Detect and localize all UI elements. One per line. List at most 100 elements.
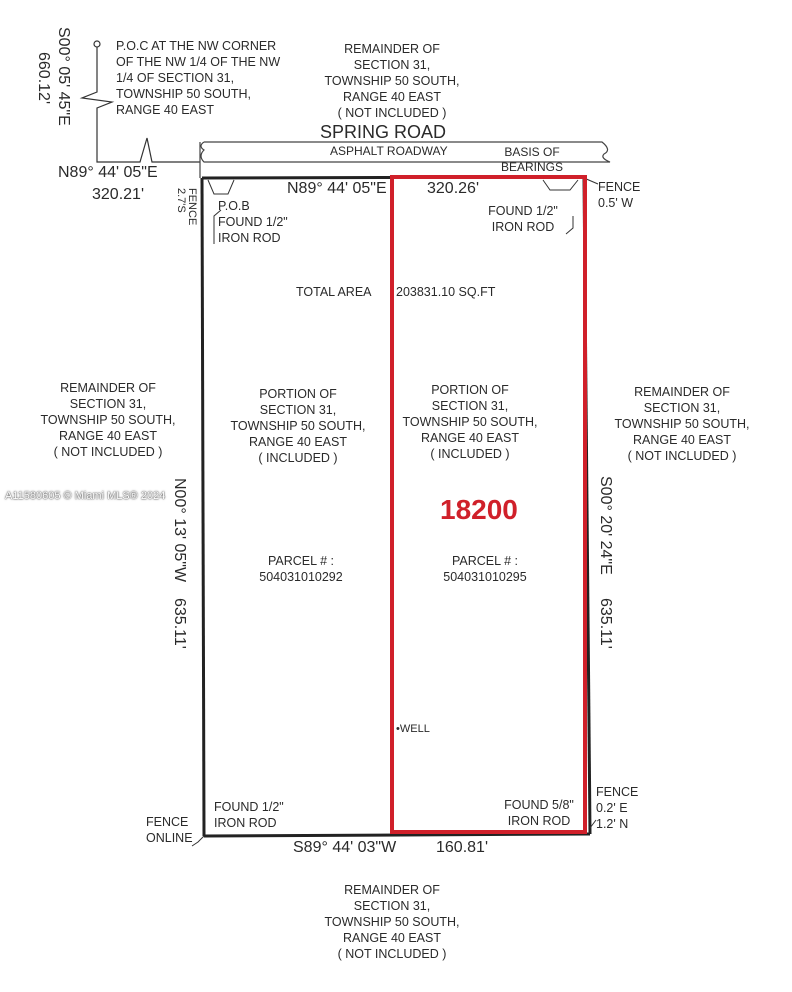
east-line-distance: 635.11' xyxy=(597,598,614,649)
parcel-number: 504031010295 xyxy=(443,570,527,584)
note-line: FENCE xyxy=(186,188,198,226)
note-line: 1.2' N xyxy=(596,817,629,831)
parcel-label: PARCEL # : xyxy=(452,554,518,568)
note-line: SECTION 31, xyxy=(259,403,337,417)
highlight-rectangle xyxy=(390,175,587,834)
remainder-south: REMAINDER OF SECTION 31, TOWNSHIP 50 SOU… xyxy=(312,882,472,962)
note-line: ( NOT INCLUDED ) xyxy=(627,449,737,463)
note-line: ONLINE xyxy=(146,831,193,845)
fence-ne: FENCE 0.5' W xyxy=(598,179,640,211)
portion-west: PORTION OF SECTION 31, TOWNSHIP 50 SOUTH… xyxy=(218,386,378,466)
fence-se: FENCE 0.2' E 1.2' N xyxy=(596,784,638,832)
south-line-distance: 160.81' xyxy=(436,839,488,856)
remainder-north: REMAINDER OF SECTION 31, TOWNSHIP 50 SOU… xyxy=(322,41,462,121)
east-line-bearing: S00° 20' 24"E xyxy=(597,476,614,575)
note-line: REMAINDER OF xyxy=(344,883,440,897)
note-line: TOWNSHIP 50 SOUTH, xyxy=(116,87,251,101)
note-line: RANGE 40 EAST xyxy=(421,431,519,445)
note-line: BEARINGS xyxy=(500,160,563,174)
note-line: ( NOT INCLUDED ) xyxy=(337,106,447,120)
note-line: SECTION 31, xyxy=(353,58,431,72)
poc-line-distance: 660.12' xyxy=(35,52,52,104)
well-marker: •WELL xyxy=(396,723,430,735)
note-line: IRON ROD xyxy=(214,816,277,830)
note-line: PORTION OF xyxy=(259,387,337,401)
west-line-distance: 635.11' xyxy=(171,598,188,649)
watermark: A11580605 © Miami MLS® 2024 xyxy=(5,490,166,502)
note-line: FENCE xyxy=(598,180,641,194)
note-line: RANGE 40 EAST xyxy=(633,433,731,447)
remainder-west: REMAINDER OF SECTION 31, TOWNSHIP 50 SOU… xyxy=(28,380,188,460)
note-line: RANGE 40 EAST xyxy=(116,103,214,117)
note-line: SECTION 31, xyxy=(431,399,509,413)
road-name: SPRING ROAD xyxy=(320,122,447,142)
found-ne-note: FOUND 1/2" IRON ROD xyxy=(478,203,568,235)
parcel-number: 504031010292 xyxy=(259,570,343,584)
note-line: SECTION 31, xyxy=(643,401,721,415)
note-line: TOWNSHIP 50 SOUTH, xyxy=(324,915,460,929)
pob-note: P.O.B FOUND 1/2" IRON ROD xyxy=(218,198,288,246)
note-line: P.O.C AT THE NW CORNER xyxy=(116,39,277,53)
note-line: 0.5' W xyxy=(598,196,634,210)
note-line: TOWNSHIP 50 SOUTH, xyxy=(324,74,460,88)
note-line: IRON ROD xyxy=(218,231,281,245)
note-line: PORTION OF xyxy=(431,383,509,397)
note-line: RANGE 40 EAST xyxy=(343,931,441,945)
remainder-east: REMAINDER OF SECTION 31, TOWNSHIP 50 SOU… xyxy=(602,384,762,464)
note-line: RANGE 40 EAST xyxy=(249,435,347,449)
west-line-bearing: N00° 13' 05"W xyxy=(171,478,188,583)
total-area-label: TOTAL AREA xyxy=(296,285,372,299)
note-line: 1/4 OF SECTION 31, xyxy=(116,71,235,85)
spring-road-outline xyxy=(199,141,611,178)
note-line: IRON ROD xyxy=(491,220,555,234)
fence-nw: FENCE 2.7'S xyxy=(175,188,198,226)
note-line: IRON ROD xyxy=(507,814,571,828)
outer-north-bearing: N89° 44' 05"E xyxy=(58,164,158,181)
note-line: ( INCLUDED ) xyxy=(258,451,338,465)
road-surface: ASPHALT ROADWAY xyxy=(330,144,448,158)
note-line: SECTION 31, xyxy=(353,899,431,913)
note-line: FOUND 1/2" xyxy=(488,204,558,218)
note-line: SECTION 31, xyxy=(69,397,147,411)
note-line: TOWNSHIP 50 SOUTH, xyxy=(230,419,366,433)
note-line: RANGE 40 EAST xyxy=(59,429,157,443)
portion-east: PORTION OF SECTION 31, TOWNSHIP 50 SOUTH… xyxy=(390,382,550,462)
note-line: RANGE 40 EAST xyxy=(343,90,441,104)
north-line-distance: 320.26' xyxy=(427,180,479,197)
note-line: ( INCLUDED ) xyxy=(430,447,510,461)
note-line: FOUND 1/2" xyxy=(214,800,284,814)
leader-lines xyxy=(191,177,599,847)
found-sw-note: FOUND 1/2" IRON ROD xyxy=(214,799,284,831)
north-line-bearing: N89° 44' 05"E xyxy=(287,180,387,197)
south-line-bearing: S89° 44' 03"W xyxy=(293,839,397,856)
fence-sw: FENCE ONLINE xyxy=(146,814,193,846)
highlight-label: 18200 xyxy=(440,494,518,525)
poc-tie-line xyxy=(79,40,200,163)
parcel-label: PARCEL # : xyxy=(268,554,334,568)
note-line: ( NOT INCLUDED ) xyxy=(53,445,163,459)
note-line: FOUND 5/8" xyxy=(504,798,574,812)
note-line: FENCE xyxy=(146,815,189,829)
note-line: 2.7'S xyxy=(175,188,187,213)
basis-of-bearings: BASIS OF BEARINGS xyxy=(492,145,572,175)
note-line: TOWNSHIP 50 SOUTH, xyxy=(614,417,750,431)
poc-line-bearing: S00° 05' 45"E xyxy=(55,27,72,126)
note-line: REMAINDER OF xyxy=(634,385,730,399)
total-area-value: 203831.10 SQ.FT xyxy=(396,285,496,299)
note-line: FOUND 1/2" xyxy=(218,215,288,229)
note-line: TOWNSHIP 50 SOUTH, xyxy=(402,415,538,429)
note-line: ( NOT INCLUDED ) xyxy=(337,947,447,961)
found-se-note: FOUND 5/8" IRON ROD xyxy=(494,797,584,829)
note-line: REMAINDER OF xyxy=(344,42,440,56)
note-line: TOWNSHIP 50 SOUTH, xyxy=(40,413,176,427)
poc-note: P.O.C AT THE NW CORNER OF THE NW 1/4 OF … xyxy=(116,38,280,118)
outer-north-distance: 320.21' xyxy=(92,186,144,203)
note-line: OF THE NW 1/4 OF THE NW xyxy=(116,55,281,69)
note-line: 0.2' E xyxy=(596,801,628,815)
note-line: BASIS OF xyxy=(504,145,560,159)
note-line: FENCE xyxy=(596,785,639,799)
parcel-east: PARCEL # : 504031010295 xyxy=(430,553,540,585)
note-line: REMAINDER OF xyxy=(60,381,156,395)
parcel-west: PARCEL # : 504031010292 xyxy=(246,553,356,585)
